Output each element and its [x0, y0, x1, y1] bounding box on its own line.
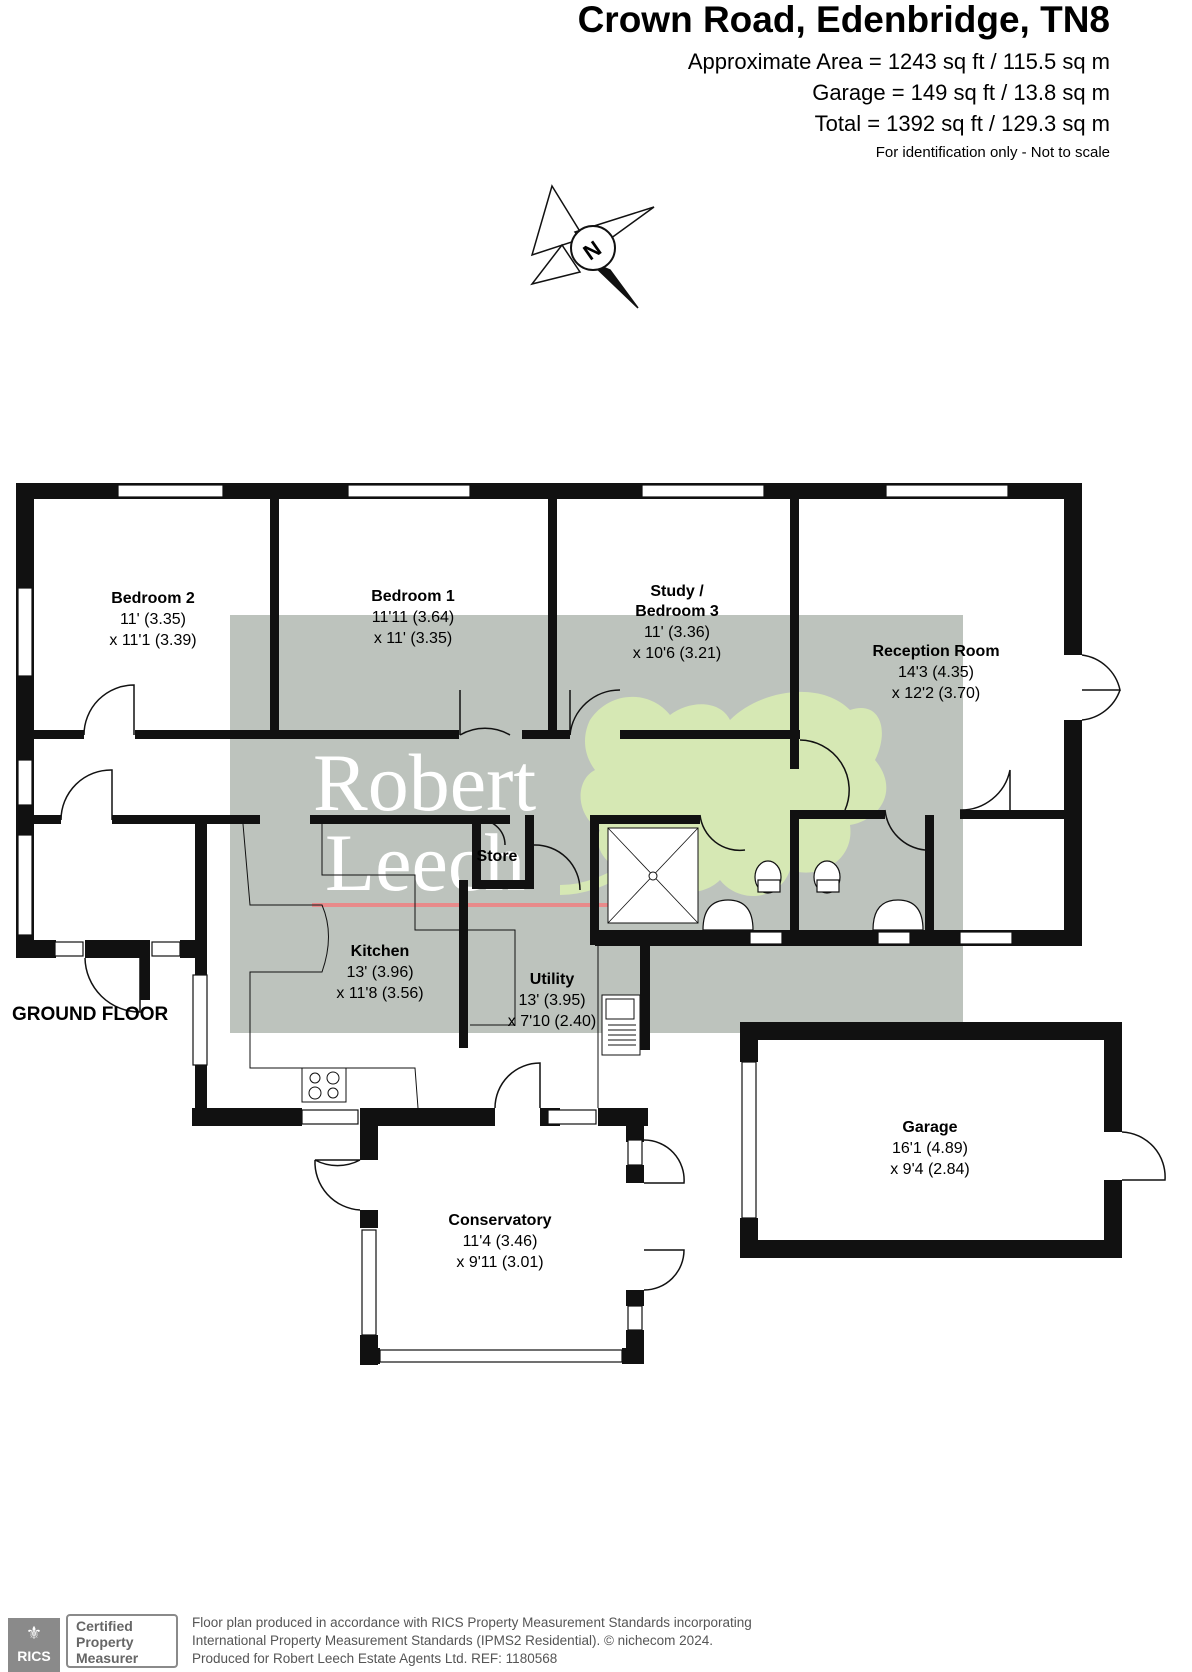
- bedroom1-name: Bedroom 1: [371, 588, 455, 605]
- total-area: Total = 1392 sq ft / 129.3 sq m: [814, 111, 1110, 136]
- shower-icon: [607, 827, 699, 924]
- bedroom1-dim1: 11'11 (3.64): [372, 609, 455, 626]
- doors: [60, 654, 1166, 1291]
- footer-line3: Produced for Robert Leech Estate Agents …: [192, 1651, 558, 1666]
- disclaimer: For identification only - Not to scale: [875, 144, 1110, 161]
- property-title: Crown Road, Edenbridge, TN8: [577, 0, 1110, 40]
- bedroom2-name: Bedroom 2: [111, 590, 195, 607]
- sanitaryware-icons: [702, 860, 924, 931]
- utility-dim1: 13' (3.95): [518, 992, 585, 1009]
- windows: [17, 484, 1013, 1363]
- utility-dim2: x 7'10 (2.40): [508, 1013, 596, 1030]
- footer-line2: International Property Measurement Stand…: [192, 1633, 713, 1648]
- compass-icon: N: [530, 184, 655, 309]
- bedroom2-dim1: 11' (3.35): [120, 611, 186, 628]
- sink-icon: [601, 994, 641, 1056]
- kitchen-dim2: x 11'8 (3.56): [336, 985, 423, 1002]
- utility-name: Utility: [530, 971, 575, 988]
- garage-dim2: x 9'4 (2.84): [890, 1161, 970, 1178]
- store-name: Store: [477, 848, 518, 865]
- badge-line3: Measurer: [76, 1650, 139, 1666]
- conservatory-dim1: 11'4 (3.46): [463, 1233, 538, 1250]
- rics-emblem-icon: ⚜: [25, 1623, 43, 1643]
- approx-area: Approximate Area = 1243 sq ft / 115.5 sq…: [687, 49, 1110, 74]
- watermark-text-leech: Leech: [325, 817, 525, 908]
- footer-text: Floor plan produced in accordance with R…: [192, 1614, 752, 1668]
- badge-line2: Property: [76, 1634, 134, 1650]
- reception-name: Reception Room: [872, 643, 999, 660]
- garage-area: Garage = 149 sq ft / 13.8 sq m: [812, 80, 1110, 105]
- study-dim2: x 10'6 (3.21): [633, 645, 721, 662]
- study-name2: Bedroom 3: [635, 603, 719, 620]
- conservatory-dim2: x 9'11 (3.01): [456, 1254, 543, 1271]
- badge-line1: Certified: [76, 1618, 133, 1634]
- header: Crown Road, Edenbridge, TN8 Approximate …: [578, 0, 1110, 163]
- footer-line1: Floor plan produced in accordance with R…: [192, 1615, 752, 1630]
- rics-badge: ⚜ RICS Certified Property Measurer: [0, 1612, 182, 1672]
- garage-name: Garage: [902, 1119, 957, 1136]
- hob-icon: [301, 1067, 347, 1103]
- study-name1: Study /: [650, 583, 704, 600]
- reception-dim1: 14'3 (4.35): [898, 664, 974, 681]
- watermark-text-robert: Robert: [313, 737, 536, 828]
- study-dim1: 11' (3.36): [644, 624, 710, 641]
- bedroom2-dim2: x 11'1 (3.39): [109, 632, 196, 649]
- worktops: [242, 823, 599, 1109]
- room-labels: Bedroom 2 11' (3.35) x 11'1 (3.39) Bedro…: [109, 583, 999, 1271]
- kitchen-dim1: 13' (3.96): [346, 964, 413, 981]
- garage-dim1: 16'1 (4.89): [892, 1140, 968, 1157]
- rics-logo: ⚜ RICS: [8, 1618, 60, 1672]
- reception-dim2: x 12'2 (3.70): [892, 685, 980, 702]
- certified-measurer-box: Certified Property Measurer: [66, 1614, 178, 1668]
- kitchen-name: Kitchen: [351, 943, 410, 960]
- floor-label: GROUND FLOOR: [12, 1004, 169, 1025]
- conservatory-name: Conservatory: [448, 1212, 551, 1229]
- bedroom1-dim2: x 11' (3.35): [374, 630, 452, 647]
- rics-logo-text: RICS: [17, 1648, 51, 1664]
